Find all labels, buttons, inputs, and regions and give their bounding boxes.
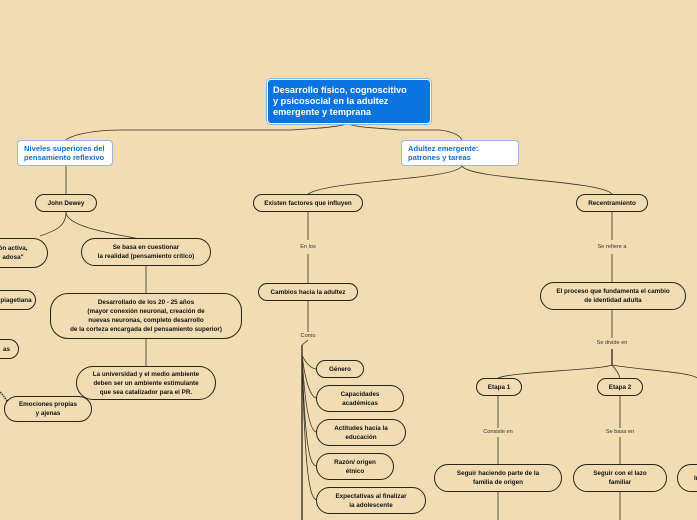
node-lazo-familiar[interactable]: Seguir con el lazo familiar: [573, 464, 667, 492]
connector-label-como: Como: [300, 333, 316, 339]
node-seguir-label: Seguir haciendo parte de la familia de o…: [456, 470, 540, 486]
root-topic[interactable]: Desarrollo físico, cognoscitivo y psicos…: [267, 79, 431, 124]
node-actitudes[interactable]: Actitudes hacia la educación: [316, 419, 406, 446]
node-as-partial[interactable]: as: [0, 339, 19, 359]
node-piagetiana-partial[interactable]: piagetiana: [0, 290, 36, 310]
node-universidad-label: La universidad y el medio ambiente deben…: [92, 370, 200, 396]
node-razon-label: Razón/ origen étnico: [334, 458, 376, 475]
node-lazo-label: Seguir con el lazo familiar: [593, 470, 647, 486]
node-emociones-label: Emociones propias y ajenas: [18, 401, 78, 417]
node-genero-label: Género: [328, 365, 352, 373]
node-razon-origen[interactable]: Razón/ origen étnico: [316, 453, 394, 480]
node-cut-right-label: In: [694, 474, 697, 482]
node-cambios-adultez[interactable]: Cambios hacia la adultez: [258, 283, 358, 301]
connector-label-se-basa: Se basa en: [605, 429, 635, 435]
node-cut-right[interactable]: In: [677, 464, 697, 492]
node-expectativas-label: Expectativas al finalizar la adolescente: [335, 492, 407, 509]
node-activa-partial[interactable]: ón activa, adosa": [0, 238, 48, 268]
node-genero[interactable]: Género: [316, 360, 364, 378]
node-etapa-2[interactable]: Etapa 2: [597, 378, 643, 396]
node-actitudes-label: Actitudes hacia la educación: [334, 424, 388, 441]
branch-adultez-label: Adultez emergente: patrones y tareas: [408, 143, 479, 163]
node-cuestionar-label: Se basa en cuestionar la realidad (pensa…: [97, 244, 195, 260]
connector-label-se-divide: Se divide en: [596, 340, 628, 346]
node-proceso-identidad[interactable]: El proceso que fundamenta el cambio de i…: [540, 282, 686, 310]
node-etapa-2-label: Etapa 2: [608, 383, 632, 391]
node-piagetiana-label: piagetiana: [0, 296, 32, 304]
connector-label-consiste: Consiste en: [483, 429, 513, 435]
node-desarrollado-20-25[interactable]: Desarrollado de los 20 - 25 años (mayor …: [50, 293, 242, 339]
node-recentramiento-label: Recentramiento: [588, 199, 636, 207]
connector-label-en-los: En los: [300, 244, 316, 250]
node-cuestionar-realidad[interactable]: Se basa en cuestionar la realidad (pensa…: [81, 238, 211, 266]
node-john-dewey-label: John Dewey: [47, 199, 85, 207]
node-etapa-1[interactable]: Etapa 1: [476, 378, 522, 396]
connector-label-se-refiere: Se refiere a: [597, 244, 627, 250]
node-capacidades-label: Capacidades académicas: [340, 390, 380, 407]
branch-niveles-label: Niveles superiores del pensamiento refle…: [24, 143, 105, 163]
node-seguir-familia[interactable]: Seguir haciendo parte de la familia de o…: [434, 464, 562, 492]
node-recentramiento[interactable]: Recentramiento: [576, 194, 648, 212]
node-proceso-label: El proceso que fundamenta el cambio de i…: [556, 288, 670, 304]
node-factores-label: Existen factores que influyen: [264, 199, 352, 207]
node-as-label: as: [2, 345, 10, 353]
node-capacidades[interactable]: Capacidades académicas: [316, 385, 404, 412]
node-etapa-1-label: Etapa 1: [487, 383, 511, 391]
node-expectativas[interactable]: Expectativas al finalizar la adolescente: [316, 487, 426, 514]
node-activa-label: ón activa, adosa": [0, 245, 28, 261]
branch-adultez-emergente[interactable]: Adultez emergente: patrones y tareas: [401, 140, 519, 166]
node-john-dewey[interactable]: John Dewey: [35, 194, 97, 212]
node-universidad-medio[interactable]: La universidad y el medio ambiente deben…: [76, 366, 216, 400]
branch-niveles-superiores[interactable]: Niveles superiores del pensamiento refle…: [17, 140, 113, 166]
node-emociones[interactable]: Emociones propias y ajenas: [4, 396, 92, 422]
node-cambios-label: Cambios hacia la adultez: [270, 288, 346, 296]
node-factores-influyen[interactable]: Existen factores que influyen: [253, 194, 363, 212]
node-desarrollado-label: Desarrollado de los 20 - 25 años (mayor …: [70, 299, 222, 333]
root-topic-label: Desarrollo físico, cognoscitivo y psicos…: [273, 85, 407, 117]
